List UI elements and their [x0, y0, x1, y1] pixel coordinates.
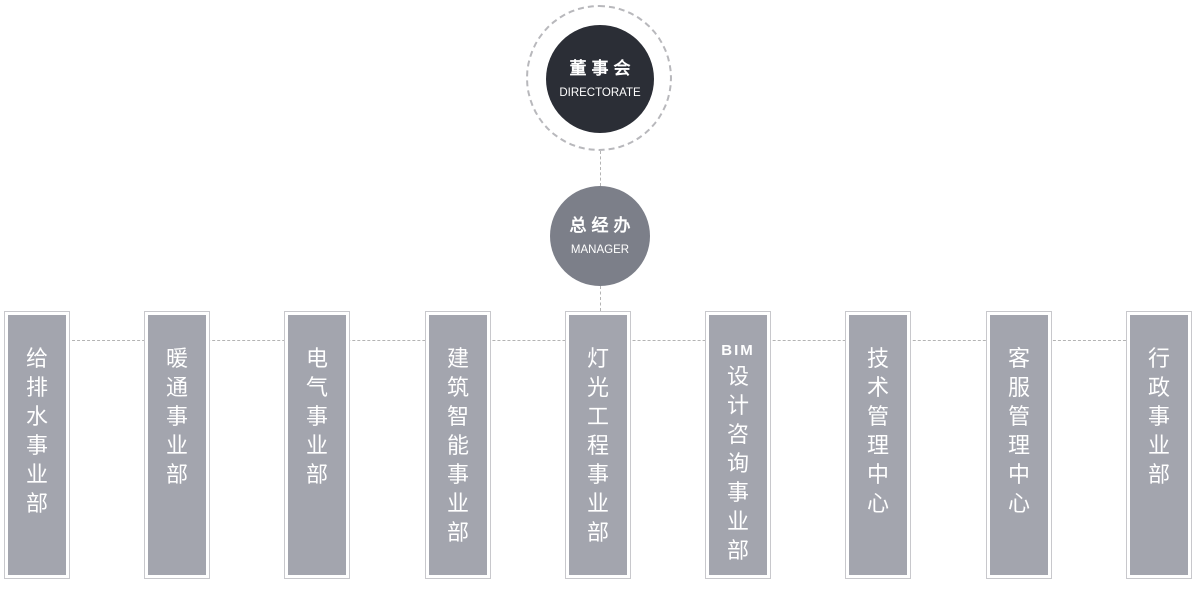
manager-title: 总经办	[569, 215, 636, 236]
department-fill: 建筑智能事业部	[429, 315, 487, 575]
department-fill: 电气事业部	[288, 315, 346, 575]
manager-subtitle: MANAGER	[570, 243, 630, 256]
department-label: 行政事业部	[1147, 347, 1170, 488]
department-box: 客服管理中心	[986, 311, 1052, 579]
department-box: 技术管理中心	[845, 311, 911, 579]
department-label: 电气事业部	[305, 347, 328, 488]
department-label-group: BIM 设计咨询事业部	[721, 341, 753, 575]
department-box: 暖通事业部	[144, 311, 210, 579]
manager-node: 总经办 MANAGER	[550, 186, 650, 286]
board-title: 董事会	[569, 58, 636, 79]
department-label: 暖通事业部	[165, 347, 188, 488]
board-dashed-ring	[526, 5, 672, 151]
department-fill: 技术管理中心	[849, 315, 907, 575]
board-node: 董事会 DIRECTORATE	[546, 25, 654, 133]
department-label: 技术管理中心	[866, 347, 889, 517]
department-box: 灯光工程事业部	[565, 311, 631, 579]
board-subtitle: DIRECTORATE	[559, 86, 641, 99]
department-fill: 暖通事业部	[148, 315, 206, 575]
department-fill: BIM 设计咨询事业部	[709, 315, 767, 575]
department-box: 建筑智能事业部	[425, 311, 491, 579]
department-label: 灯光工程事业部	[586, 347, 609, 546]
connector-board-manager	[600, 151, 601, 186]
department-fill: 给排水事业部	[8, 315, 66, 575]
department-label: 建筑智能事业部	[446, 347, 469, 546]
department-fill: 客服管理中心	[990, 315, 1048, 575]
department-label-prefix: BIM	[721, 342, 755, 359]
department-box: 行政事业部	[1126, 311, 1192, 579]
department-label: 设计咨询事业部	[726, 365, 749, 564]
department-box: 电气事业部	[284, 311, 350, 579]
department-label: 客服管理中心	[1007, 347, 1030, 517]
department-fill: 灯光工程事业部	[569, 315, 627, 575]
connector-manager-departments	[600, 286, 601, 311]
department-label: 给排水事业部	[25, 347, 48, 517]
department-box: BIM 设计咨询事业部	[705, 311, 771, 579]
department-fill: 行政事业部	[1130, 315, 1188, 575]
department-box: 给排水事业部	[4, 311, 70, 579]
